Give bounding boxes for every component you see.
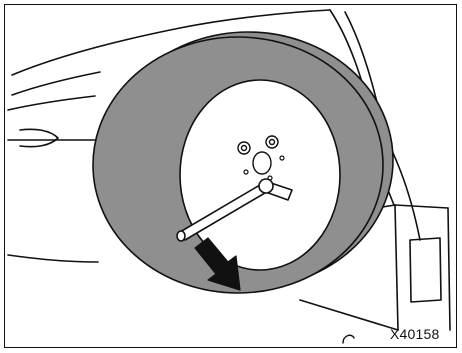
spare-tire [93,32,393,293]
bumper-face [395,205,398,330]
hook-mark-icon [343,335,354,343]
vehicle-door-handle [20,129,58,146]
vehicle-body-side [8,96,95,110]
vehicle-rear-window [12,72,100,95]
figure-code: X40158 [390,326,439,342]
vehicle-door-lower [8,255,98,262]
bumper-face-right [448,208,450,330]
bumper-detail [410,238,441,302]
bumper-bottom [300,300,398,330]
